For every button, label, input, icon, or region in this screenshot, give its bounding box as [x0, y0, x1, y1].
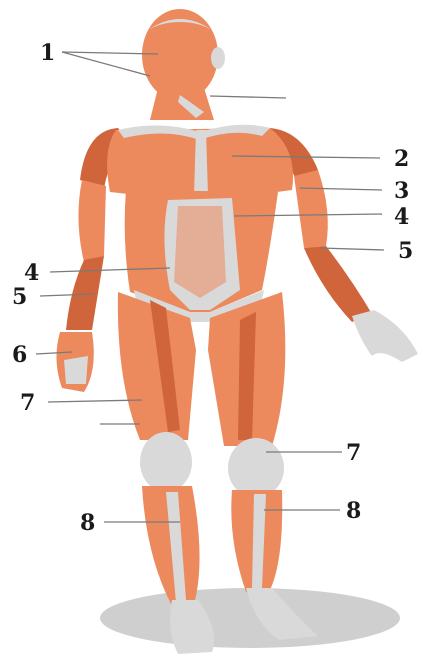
left-hand-tendon — [64, 356, 88, 384]
left-upper-arm — [78, 180, 106, 262]
body-figure — [56, 9, 418, 654]
sternum-tendon — [194, 130, 208, 195]
right-hand — [352, 310, 418, 362]
label-4-right: 4 — [394, 204, 409, 230]
leader-5-right — [320, 248, 384, 250]
label-6: 6 — [12, 342, 27, 368]
left-ear — [211, 47, 225, 69]
label-7-right: 7 — [346, 440, 361, 466]
label-1: 1 — [40, 40, 55, 66]
label-3: 3 — [394, 178, 409, 204]
label-8-left: 8 — [80, 510, 95, 536]
right-forearm — [304, 246, 372, 322]
label-2: 2 — [394, 146, 409, 172]
label-7-left: 7 — [20, 390, 35, 416]
left-forearm — [66, 256, 104, 330]
right-knee — [228, 438, 284, 498]
left-knee — [140, 432, 192, 492]
label-8-right: 8 — [346, 498, 361, 524]
right-upper-arm — [294, 170, 328, 248]
leader-neck — [210, 96, 286, 98]
rectus-abdominis — [174, 206, 226, 298]
leader-1b — [62, 52, 150, 76]
head — [142, 9, 218, 101]
label-5-right: 5 — [398, 238, 413, 264]
label-5-left: 5 — [12, 284, 27, 310]
label-4-left: 4 — [24, 260, 39, 286]
